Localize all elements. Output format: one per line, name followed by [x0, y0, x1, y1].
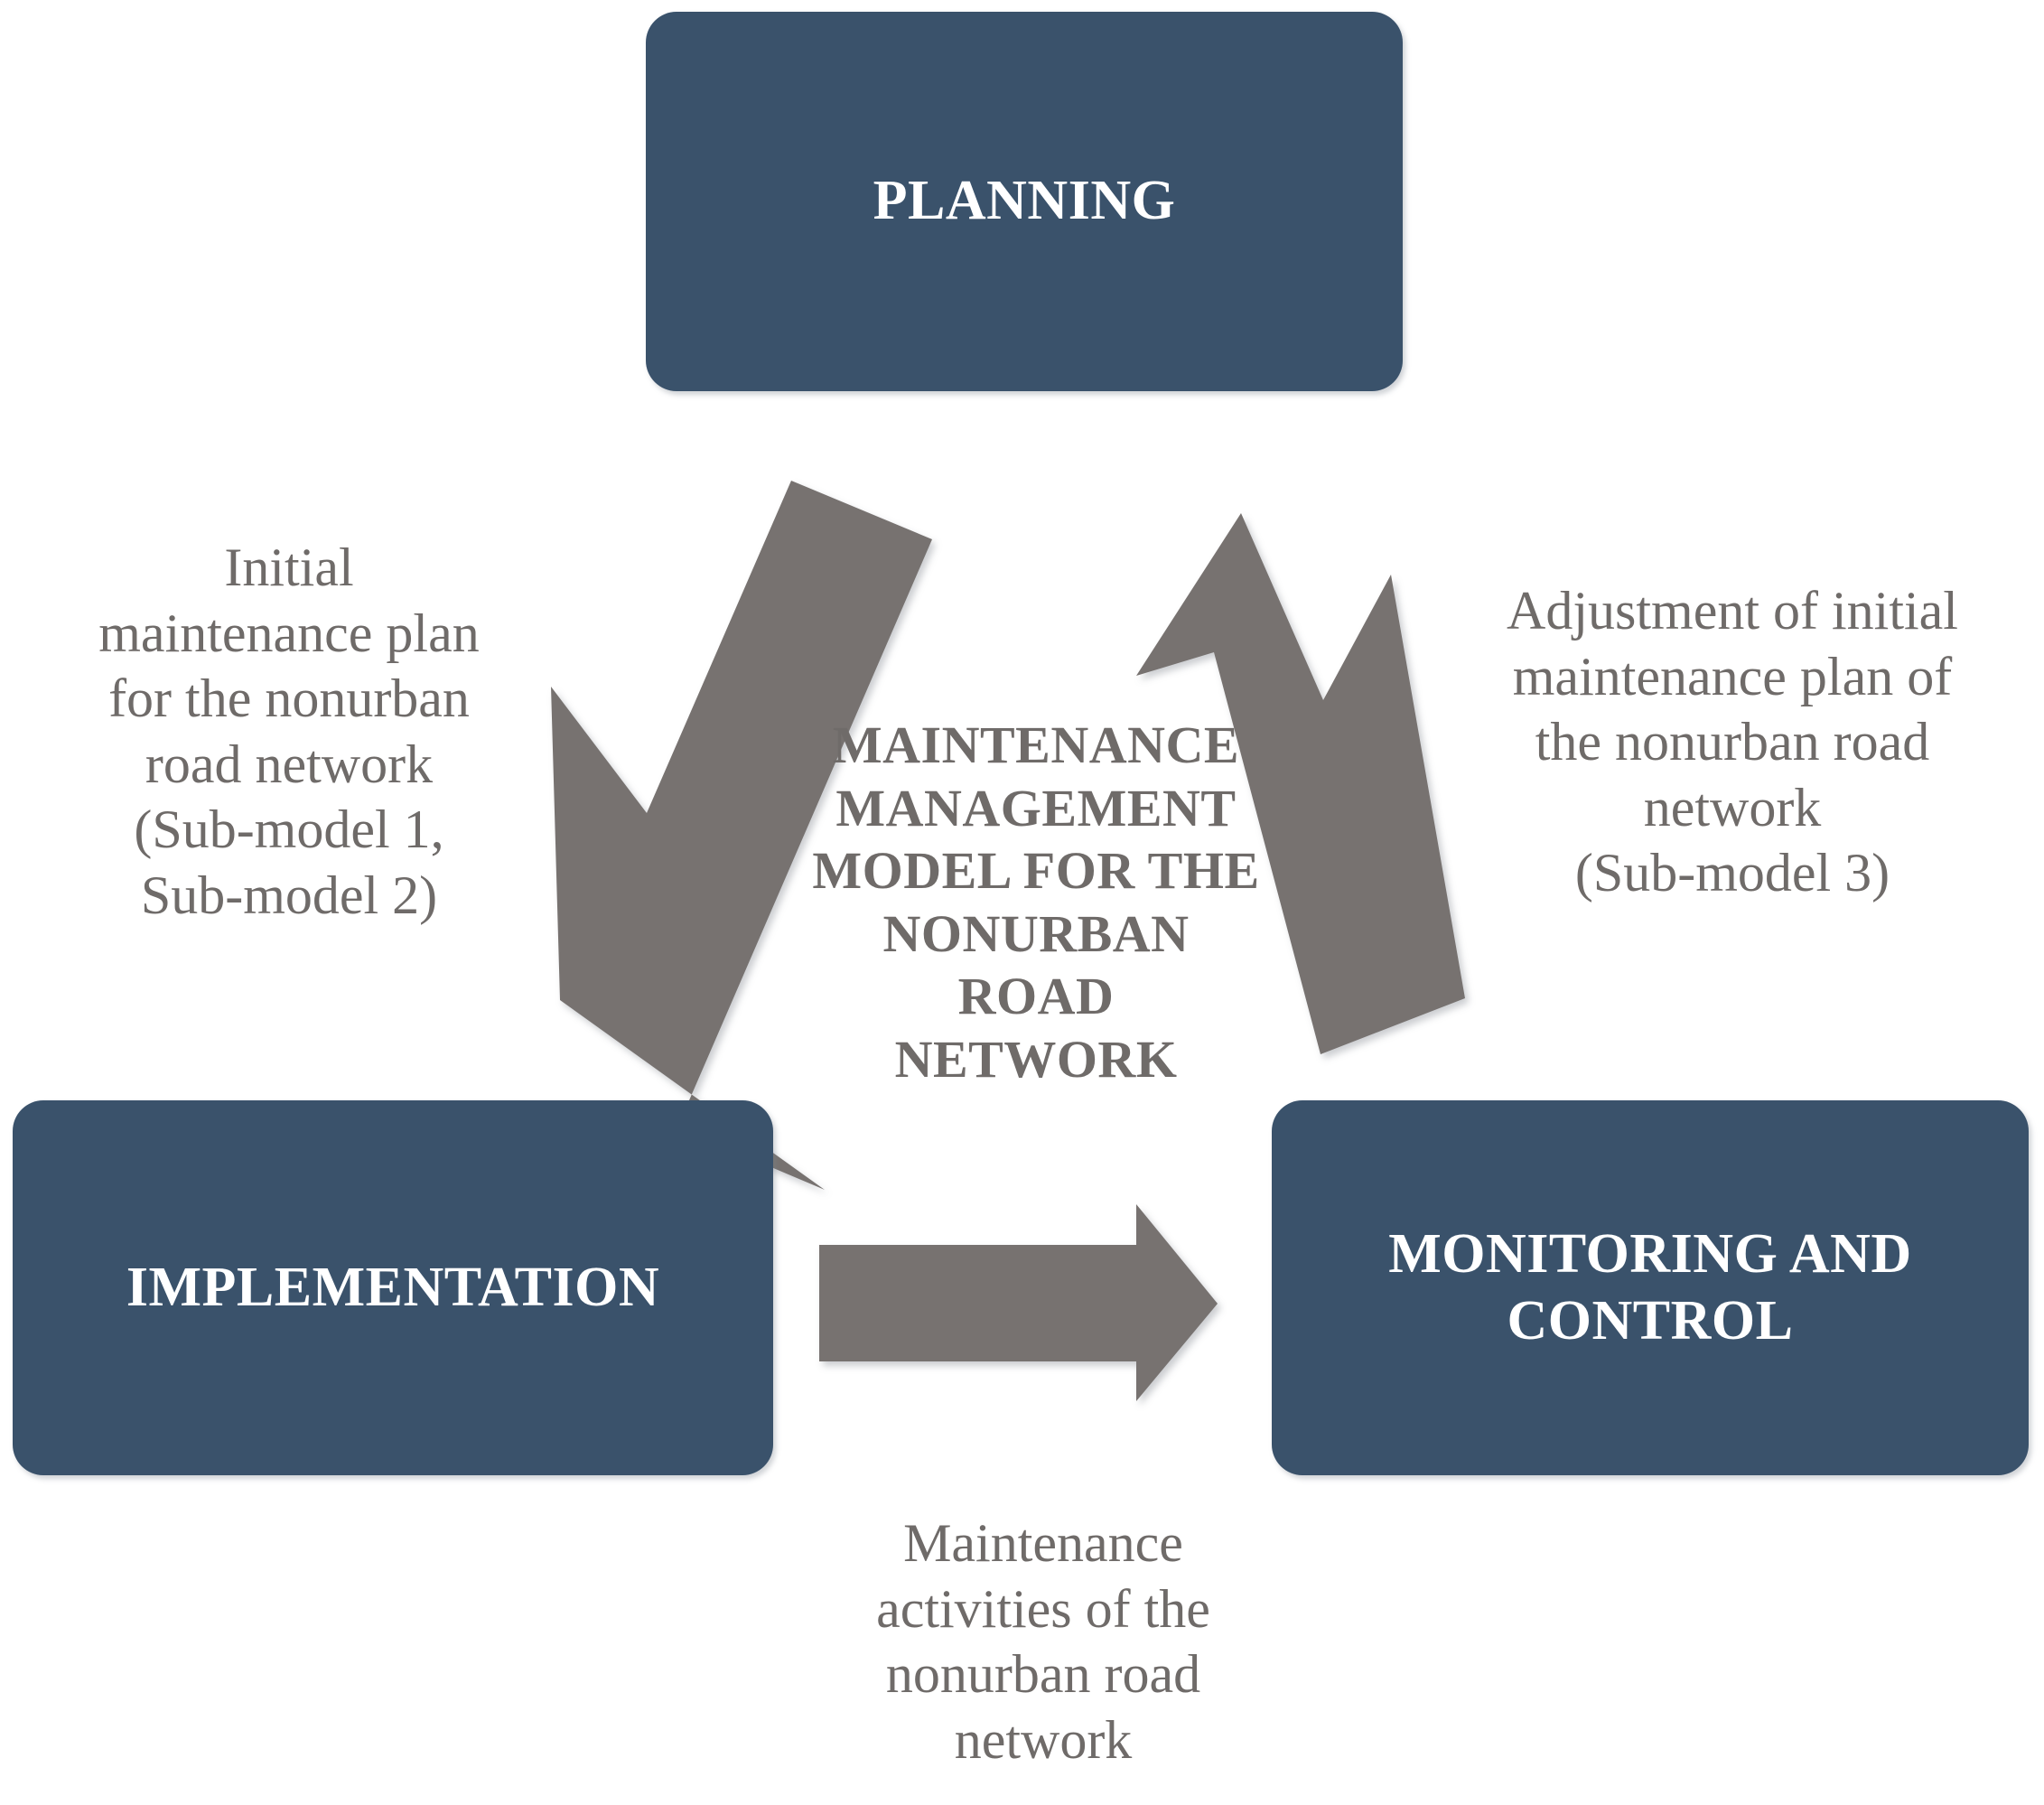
node-monitoring-and-control-label: MONITORING AND CONTROL: [1388, 1223, 1912, 1351]
arrow-implementation-to-monitoring: [819, 1204, 1218, 1401]
node-implementation-label: IMPLEMENTATION: [126, 1256, 660, 1318]
node-monitoring-and-control[interactable]: MONITORING AND CONTROL: [1272, 1100, 2029, 1475]
diagram-center-title: MAINTENANCE MANAGEMENT MODEL FOR THE NON…: [812, 715, 1260, 1089]
edge-label-implementation-to-monitoring: Maintenance activities of the nonurban r…: [876, 1513, 1210, 1770]
node-implementation[interactable]: IMPLEMENTATION: [13, 1100, 773, 1475]
edge-label-monitoring-to-planning: Adjustment of initial maintenance plan o…: [1507, 581, 1958, 903]
edge-label-planning-to-implementation: Initial maintenance plan for the nonurba…: [98, 538, 480, 925]
node-planning[interactable]: PLANNING: [646, 12, 1403, 391]
node-planning-label: PLANNING: [873, 170, 1176, 232]
